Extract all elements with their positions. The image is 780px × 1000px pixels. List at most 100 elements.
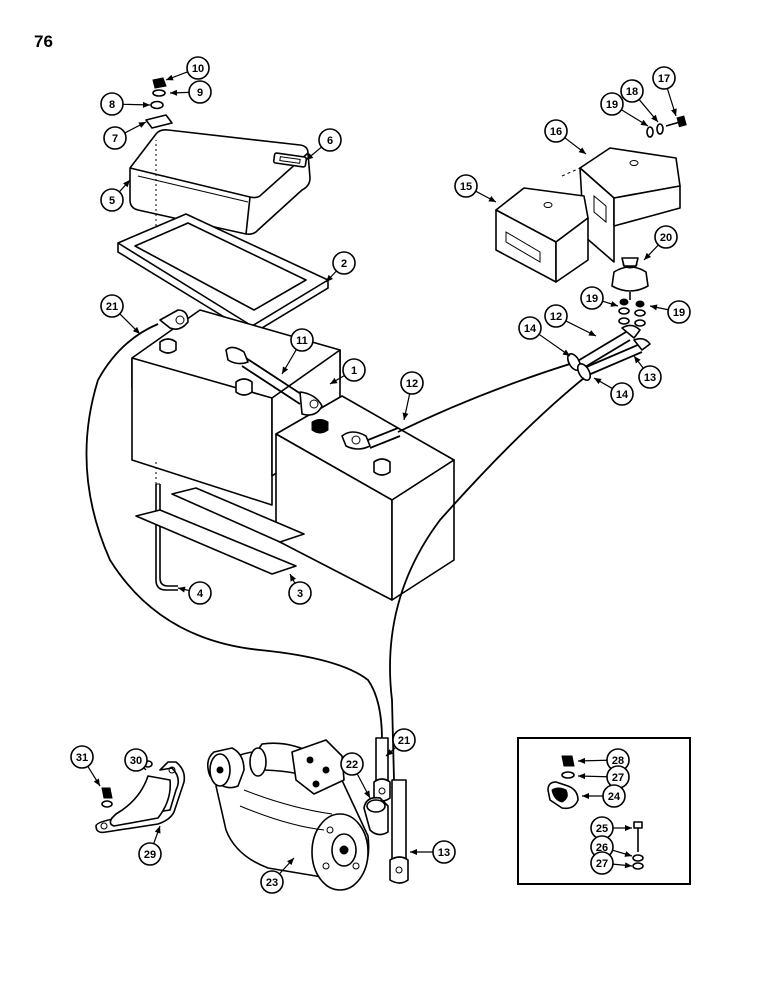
callout-c13b: 13 (410, 840, 456, 864)
callout-label: 28 (612, 755, 624, 767)
clip-7 (145, 114, 173, 129)
callout-label: 29 (144, 849, 156, 861)
callout-c19b: 19 (580, 286, 619, 310)
callout-circle (610, 382, 634, 406)
leader-arrowhead (142, 101, 150, 108)
callout-c18: 18 (620, 79, 659, 123)
ground-strap-29 (95, 760, 186, 834)
washer-9 (152, 89, 166, 97)
leader-arrowhead (610, 301, 618, 307)
washer-26 (632, 854, 644, 862)
leader-arrowhead (578, 773, 586, 780)
callout-c14b: 14 (593, 377, 634, 406)
bolt-17-washers (646, 115, 687, 138)
callout-circle (432, 840, 456, 864)
callout-label: 19 (586, 293, 598, 305)
callout-label: 24 (608, 791, 621, 803)
callout-circle (652, 66, 676, 90)
leader-arrowhead (306, 153, 314, 160)
callout-circle (186, 56, 210, 80)
callout-c21b: 21 (385, 728, 416, 757)
callout-circle (188, 80, 212, 104)
leader-arrowhead (624, 862, 632, 869)
callout-label: 18 (626, 86, 638, 98)
callout-circle (188, 581, 212, 605)
leader-arrowhead (588, 330, 596, 336)
callout-label: 1 (351, 365, 357, 377)
page-number: 76 (34, 32, 53, 51)
cable-ends-lower (373, 737, 409, 884)
leader-arrowhead (290, 574, 296, 582)
battery-right (275, 395, 455, 601)
leader-arrowhead (650, 304, 658, 311)
leader-arrowhead (93, 778, 100, 786)
callout-label: 21 (106, 301, 118, 313)
callout-label: 3 (297, 588, 303, 600)
callout-c21a: 21 (100, 294, 141, 335)
callout-circle (332, 251, 356, 275)
leader-arrowhead (410, 849, 417, 855)
callout-c1: 1 (329, 358, 366, 385)
solenoid-terminal-block (291, 739, 345, 795)
callout-label: 12 (406, 378, 418, 390)
callout-circle (260, 870, 284, 894)
washer-8 (150, 100, 164, 110)
callout-c22: 22 (340, 752, 371, 799)
callout-circle (103, 126, 127, 150)
leader-arrowhead (330, 377, 338, 384)
callout-label: 25 (596, 823, 608, 835)
callout-label: 27 (596, 858, 608, 870)
pads-3 (135, 487, 305, 575)
battery-cover (129, 129, 311, 235)
leader-arrowhead (132, 326, 140, 334)
callout-circle (638, 365, 662, 389)
washer-19-top (646, 126, 654, 138)
callout-label: 19 (673, 307, 685, 319)
callout-c12a: 12 (400, 371, 424, 421)
battery-left-post-2 (235, 378, 253, 396)
washer-18 (656, 123, 664, 135)
callout-c13a: 13 (633, 355, 662, 389)
callout-c23: 23 (260, 857, 295, 894)
leader-arrowhead (594, 378, 602, 385)
callout-label: 7 (112, 133, 118, 145)
callout-label: 5 (109, 195, 115, 207)
callout-circle (590, 851, 614, 875)
callout-c19a: 19 (600, 92, 649, 127)
callout-c24: 24 (582, 784, 626, 808)
leader-arrowhead (625, 825, 632, 831)
callout-label: 27 (612, 772, 624, 784)
bracket-15 (495, 187, 589, 283)
callout-circle (518, 316, 542, 340)
callout-c27b: 27 (590, 851, 633, 875)
callout-c20: 20 (643, 225, 678, 261)
hold-down-rod-4 (155, 483, 178, 591)
callout-circle (667, 300, 691, 324)
callout-label: 19 (606, 99, 618, 111)
callout-c19c: 19 (649, 300, 691, 324)
bracket-16 (561, 147, 681, 263)
callout-c27a: 27 (577, 765, 630, 789)
callout-circle (544, 119, 568, 143)
callout-c16: 16 (544, 119, 587, 155)
callout-label: 14 (616, 389, 629, 401)
callout-c3: 3 (288, 573, 312, 605)
callout-label: 23 (266, 877, 278, 889)
callout-label: 8 (109, 99, 115, 111)
callout-circle (340, 752, 364, 776)
callout-circle (318, 128, 342, 152)
leader-arrowhead (582, 793, 589, 799)
leader-arrowhead (562, 349, 570, 356)
leader-arrowhead (634, 356, 641, 364)
leader-arrowhead (123, 180, 130, 188)
callout-circle (100, 92, 124, 116)
callout-label: 13 (438, 847, 450, 859)
callout-label: 16 (550, 126, 562, 138)
callout-label: 11 (296, 335, 308, 347)
battery-left-post-1 (159, 338, 177, 354)
nut-28 (561, 755, 575, 767)
callout-circle (602, 784, 626, 808)
leader-arrowhead (578, 147, 586, 154)
leader-arrowhead (287, 858, 294, 866)
